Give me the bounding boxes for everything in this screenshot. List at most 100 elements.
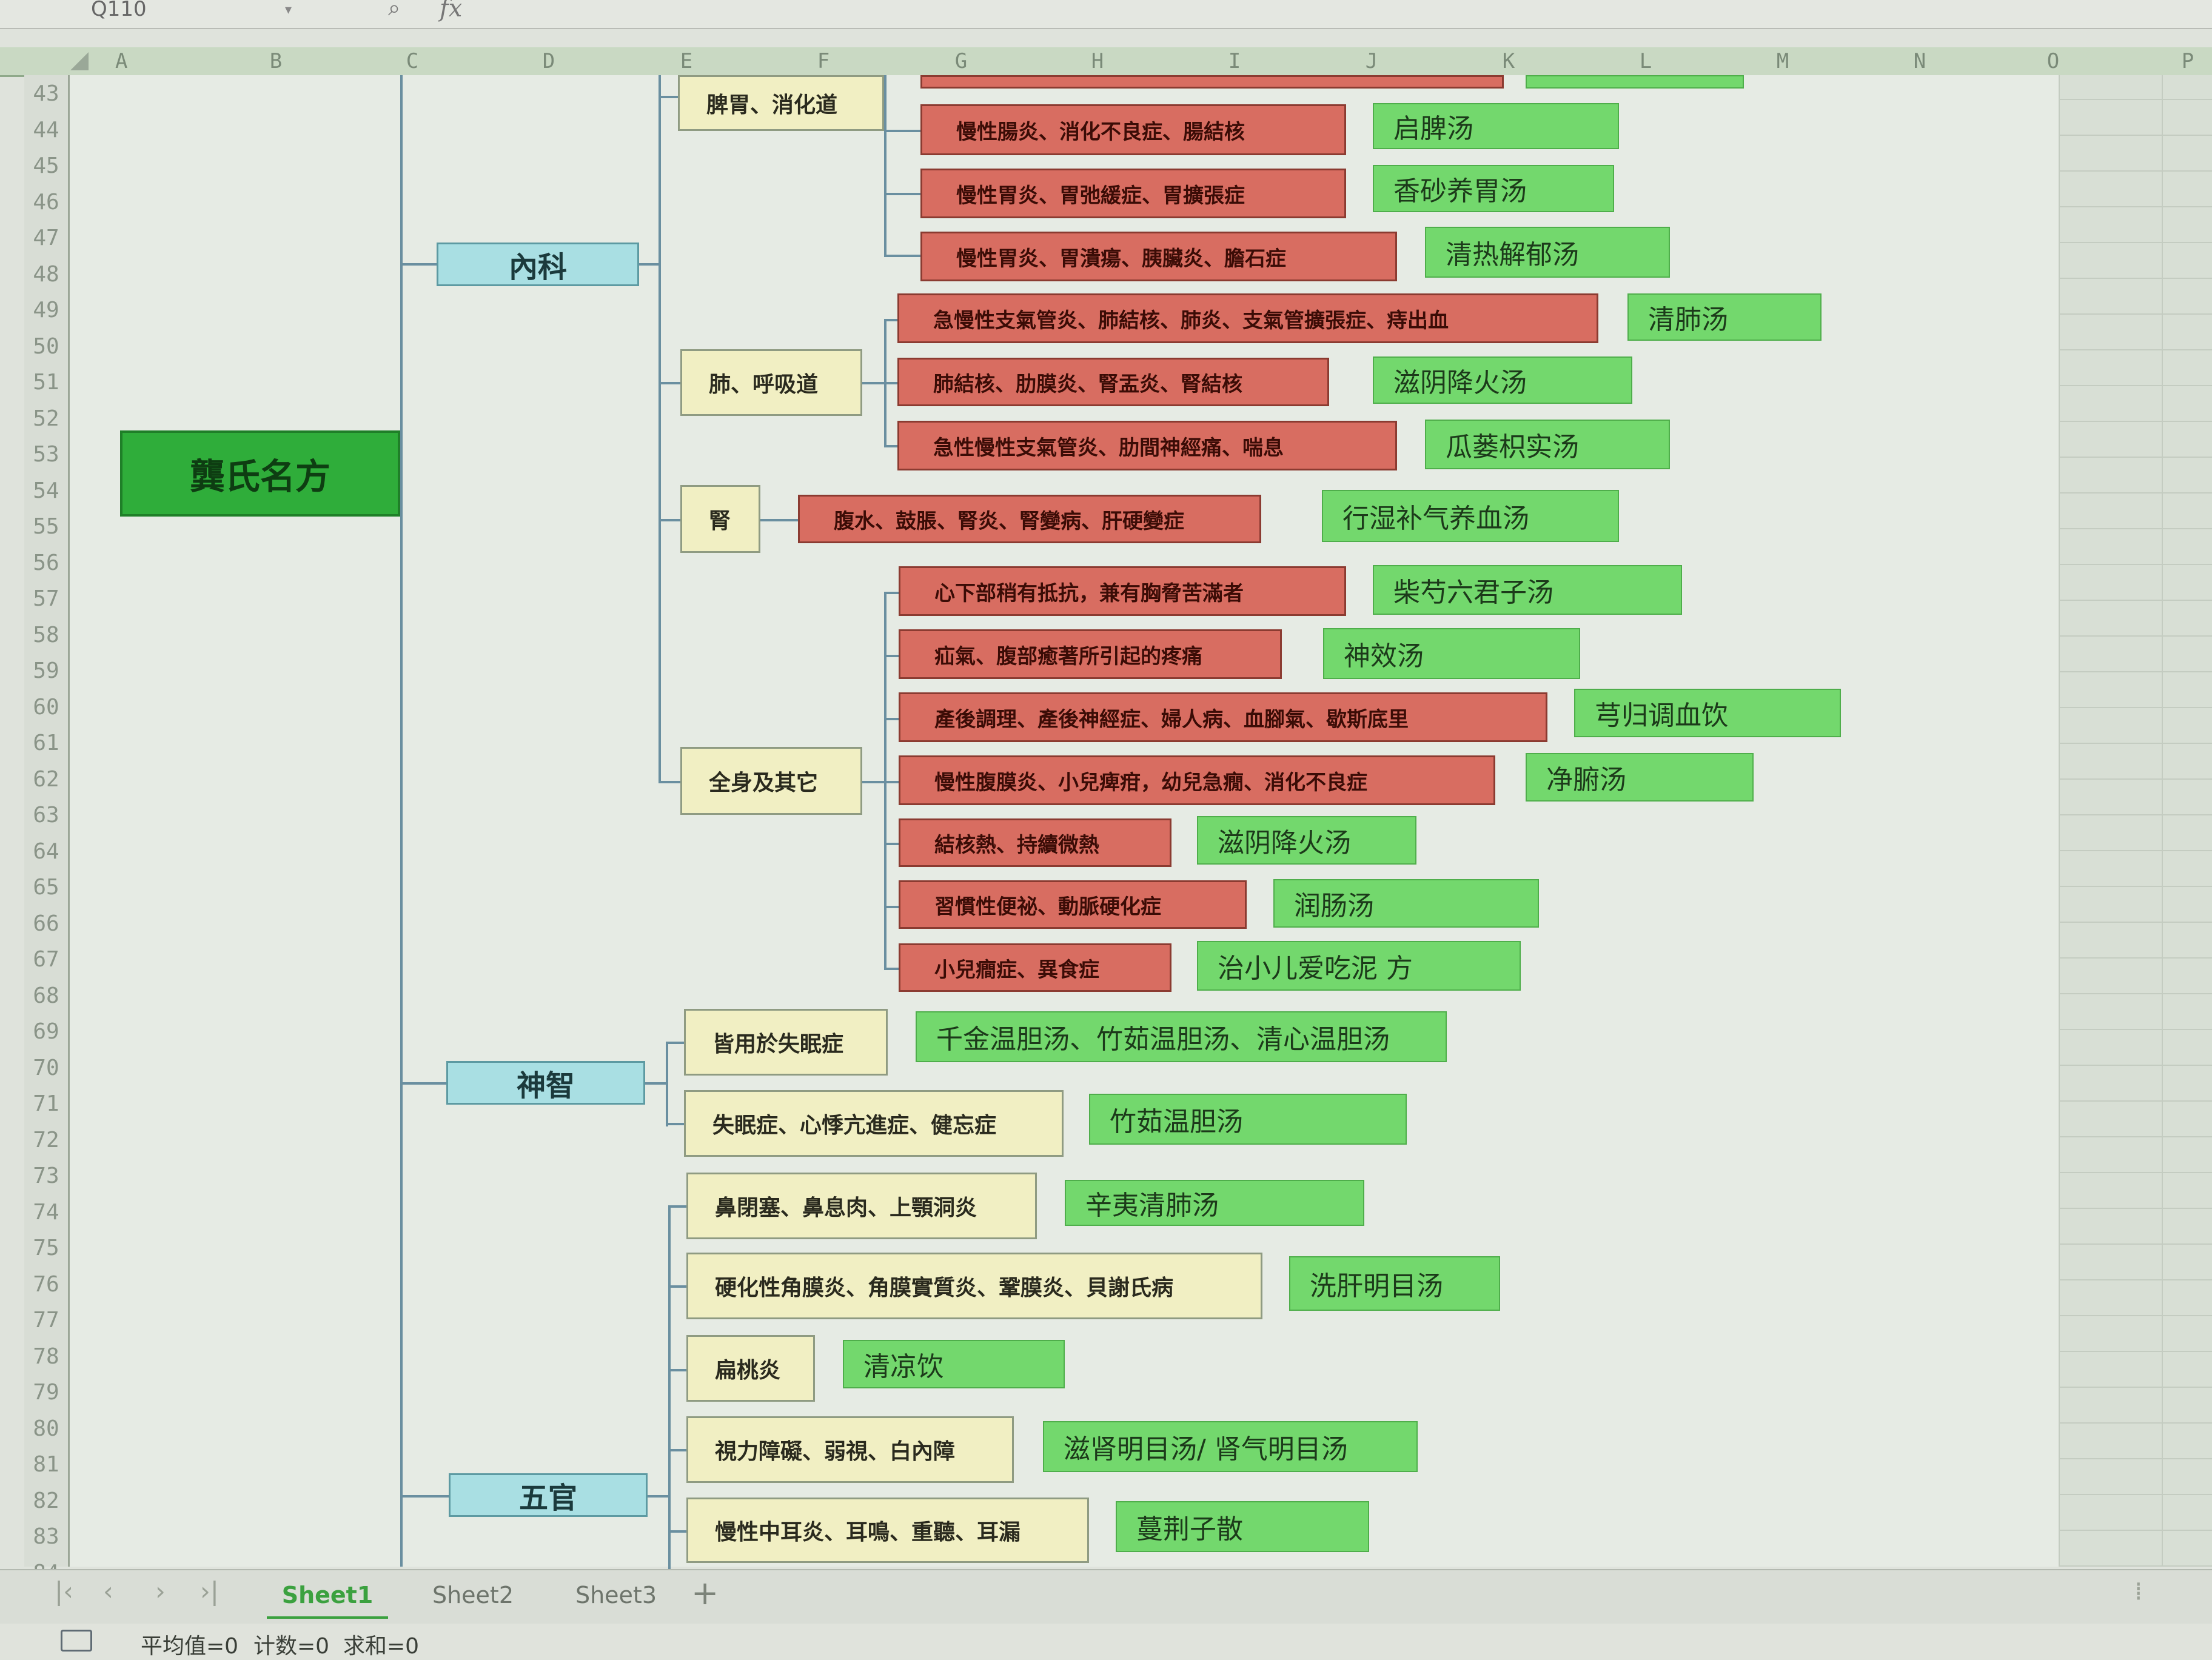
row-header[interactable]: 52 — [33, 406, 59, 431]
subcategory-fei[interactable]: 肺、呼吸道 — [680, 349, 862, 416]
disease-node[interactable]: 心下部稍有抵抗，兼有胸脅苦滿者 — [899, 566, 1346, 616]
remedy-node[interactable]: 净腑汤 — [1526, 753, 1754, 802]
row-header[interactable]: 64 — [33, 838, 59, 864]
disease-node[interactable]: 急性慢性支氣管炎、肋間神經痛、喘息 — [897, 421, 1397, 470]
disease-node[interactable]: 結核熱、持續微熱 — [899, 818, 1171, 867]
disease-node[interactable]: 慢性胃炎、胃潰瘍、胰臟炎、膽石症 — [920, 232, 1397, 281]
search-icon[interactable]: ⌕ — [388, 0, 401, 21]
disease-node[interactable]: 習慣性便祕、動脈硬化症 — [899, 880, 1247, 929]
column-header[interactable]: O — [2046, 49, 2060, 73]
row-header[interactable]: 50 — [33, 333, 59, 359]
tab-sheet1[interactable]: Sheet1 — [267, 1574, 388, 1619]
remedy-node[interactable]: 洗肝明目汤 — [1289, 1256, 1500, 1311]
row-header[interactable]: 57 — [33, 586, 59, 611]
remedy-node[interactable]: 滋阴降火汤 — [1373, 356, 1632, 404]
row-header[interactable]: 72 — [33, 1127, 59, 1153]
subcategory-shili[interactable]: 視力障礙、弱視、白內障 — [686, 1416, 1014, 1483]
row-header[interactable]: 62 — [33, 766, 59, 792]
add-sheet-icon[interactable]: + — [691, 1574, 719, 1612]
row-header[interactable]: 76 — [33, 1271, 59, 1297]
remedy-node[interactable]: 瓜蒌枳实汤 — [1425, 420, 1670, 469]
row-header[interactable]: 83 — [33, 1524, 59, 1549]
disease-node[interactable]: 慢性胃炎、胃弛緩症、胃擴張症 — [920, 169, 1346, 218]
remedy-node[interactable]: 辛夷清肺汤 — [1065, 1180, 1364, 1226]
disease-node[interactable]: 腹水、鼓脹、腎炎、腎變病、肝硬變症 — [798, 495, 1261, 543]
subcategory-biantao[interactable]: 扁桃炎 — [686, 1335, 815, 1402]
prev-sheet-icon[interactable]: ‹ — [103, 1576, 113, 1606]
row-header[interactable]: 65 — [33, 875, 59, 900]
remedy-node-partial[interactable] — [1526, 75, 1744, 89]
column-header[interactable]: H — [1091, 49, 1104, 73]
row-header[interactable]: 67 — [33, 947, 59, 972]
disease-node[interactable]: 產後調理、產後神經症、婦人病、血腳氣、歇斯底里 — [899, 692, 1547, 742]
subcategory-shimian[interactable]: 皆用於失眠症 — [684, 1009, 888, 1076]
remedy-node[interactable]: 行湿补气养血汤 — [1322, 490, 1619, 542]
fx-icon[interactable]: fx — [440, 0, 463, 22]
remedy-node[interactable]: 千金温胆汤、竹茹温胆汤、清心温胆汤 — [916, 1011, 1447, 1062]
row-header[interactable]: 48 — [33, 261, 59, 287]
remedy-node[interactable]: 芎归调血饮 — [1574, 689, 1841, 737]
row-header[interactable]: 51 — [33, 370, 59, 395]
row-header[interactable]: 53 — [33, 442, 59, 467]
last-sheet-icon[interactable]: ›| — [200, 1576, 219, 1606]
disease-node[interactable]: 疝氣、腹部癒著所引起的疼痛 — [899, 629, 1282, 679]
row-header[interactable]: 55 — [33, 514, 59, 539]
column-header[interactable]: G — [954, 49, 968, 73]
row-header[interactable]: 61 — [33, 731, 59, 755]
column-header[interactable]: B — [269, 49, 283, 73]
column-header[interactable]: P — [2181, 49, 2194, 73]
row-header[interactable]: 70 — [33, 1055, 59, 1080]
remedy-node[interactable]: 香砂养胃汤 — [1373, 165, 1614, 212]
column-header[interactable]: E — [680, 49, 693, 73]
row-header[interactable]: 81 — [33, 1452, 59, 1477]
empty-cells[interactable] — [2059, 75, 2212, 1567]
row-header[interactable]: 43 — [33, 81, 59, 106]
remedy-node[interactable]: 润肠汤 — [1273, 879, 1539, 928]
row-header[interactable]: 60 — [33, 694, 59, 720]
row-header[interactable]: 79 — [33, 1380, 59, 1405]
subcategory-shimian2[interactable]: 失眠症、心悸亢進症、健忘症 — [684, 1090, 1064, 1157]
subcategory-shen[interactable]: 腎 — [680, 485, 760, 553]
remedy-node[interactable]: 清凉饮 — [843, 1340, 1065, 1388]
row-header[interactable]: 59 — [33, 658, 59, 683]
remedy-node[interactable]: 竹茹温胆汤 — [1089, 1094, 1407, 1145]
remedy-node[interactable]: 滋肾明目汤/ 肾气明目汤 — [1043, 1421, 1418, 1472]
scroll-handle-icon[interactable]: ⁞ — [2134, 1576, 2143, 1606]
subcategory-quanshen[interactable]: 全身及其它 — [680, 747, 862, 815]
column-header[interactable]: I — [1228, 49, 1241, 73]
row-header[interactable]: 71 — [33, 1091, 59, 1116]
category-wuguan[interactable]: 五官 — [449, 1473, 648, 1517]
disease-node[interactable]: 肺結核、肋膜炎、腎盂炎、腎結核 — [897, 358, 1329, 406]
category-shenzhi[interactable]: 神智 — [446, 1061, 645, 1105]
row-header[interactable]: 69 — [33, 1019, 59, 1044]
row-header[interactable]: 44 — [33, 117, 59, 142]
disease-node[interactable]: 急慢性支氣管炎、肺結核、肺炎、支氣管擴張症、痔出血 — [897, 293, 1598, 343]
subcategory-bi[interactable]: 鼻閉塞、鼻息肉、上顎洞炎 — [686, 1173, 1037, 1239]
tab-sheet2[interactable]: Sheet2 — [432, 1582, 514, 1608]
disease-node[interactable]: 慢性腹膜炎、小兒痺疳，幼兒急癇、消化不良症 — [899, 755, 1495, 805]
remedy-node[interactable]: 清肺汤 — [1627, 293, 1822, 341]
first-sheet-icon[interactable]: |‹ — [55, 1576, 73, 1606]
monitor-icon[interactable] — [61, 1630, 92, 1652]
row-header[interactable]: 63 — [33, 803, 59, 828]
row-header[interactable]: 68 — [33, 983, 59, 1008]
row-header[interactable]: 47 — [33, 226, 59, 250]
column-header[interactable]: M — [1776, 49, 1789, 73]
row-header[interactable]: 54 — [33, 478, 59, 503]
next-sheet-icon[interactable]: › — [155, 1576, 166, 1606]
column-header[interactable]: K — [1502, 49, 1515, 73]
remedy-node[interactable]: 启脾汤 — [1373, 103, 1619, 149]
category-neike[interactable]: 內科 — [437, 243, 639, 286]
row-header[interactable]: 80 — [33, 1416, 59, 1441]
remedy-node[interactable]: 滋阴降火汤 — [1197, 816, 1416, 865]
remedy-node[interactable]: 柴芍六君子汤 — [1373, 565, 1682, 615]
row-header[interactable]: 73 — [33, 1163, 59, 1188]
select-all-corner[interactable] — [24, 47, 89, 75]
root-node[interactable]: 龔氏名方 — [120, 430, 400, 517]
row-header[interactable]: 58 — [33, 622, 59, 648]
column-header[interactable]: D — [542, 49, 555, 73]
chevron-down-icon[interactable]: ▾ — [285, 2, 292, 18]
disease-node[interactable]: 慢性腸炎、消化不良症、腸結核 — [920, 104, 1346, 155]
row-header[interactable]: 56 — [33, 550, 59, 575]
remedy-node[interactable]: 清热解郁汤 — [1425, 227, 1670, 278]
